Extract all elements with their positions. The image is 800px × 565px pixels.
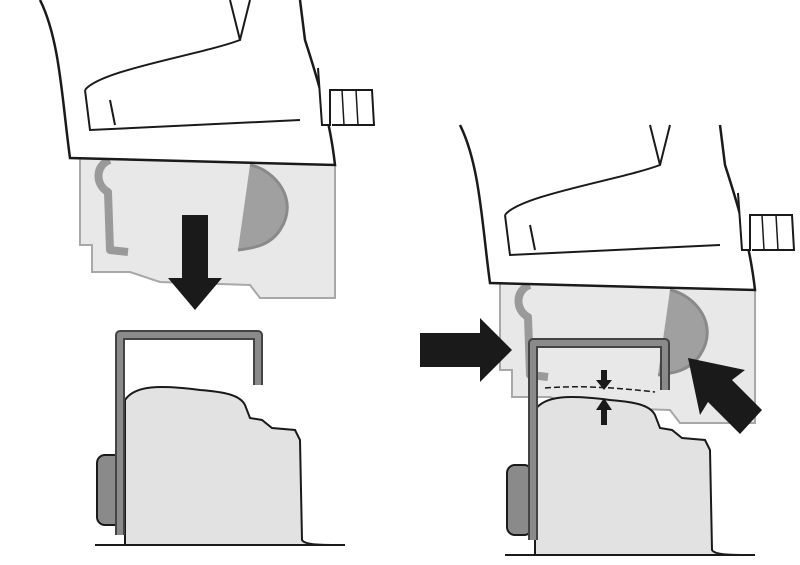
arrow-right xyxy=(420,318,512,382)
gap-arrow-up xyxy=(596,398,612,425)
panel-after xyxy=(460,125,794,423)
gap-arrow-down xyxy=(596,370,612,390)
gap-line xyxy=(544,386,656,393)
arrow-down xyxy=(168,215,222,310)
panel-before xyxy=(40,0,374,546)
arrow-diagonal xyxy=(688,358,762,434)
panel-after-details xyxy=(420,318,762,540)
bracket-inner xyxy=(117,332,261,535)
